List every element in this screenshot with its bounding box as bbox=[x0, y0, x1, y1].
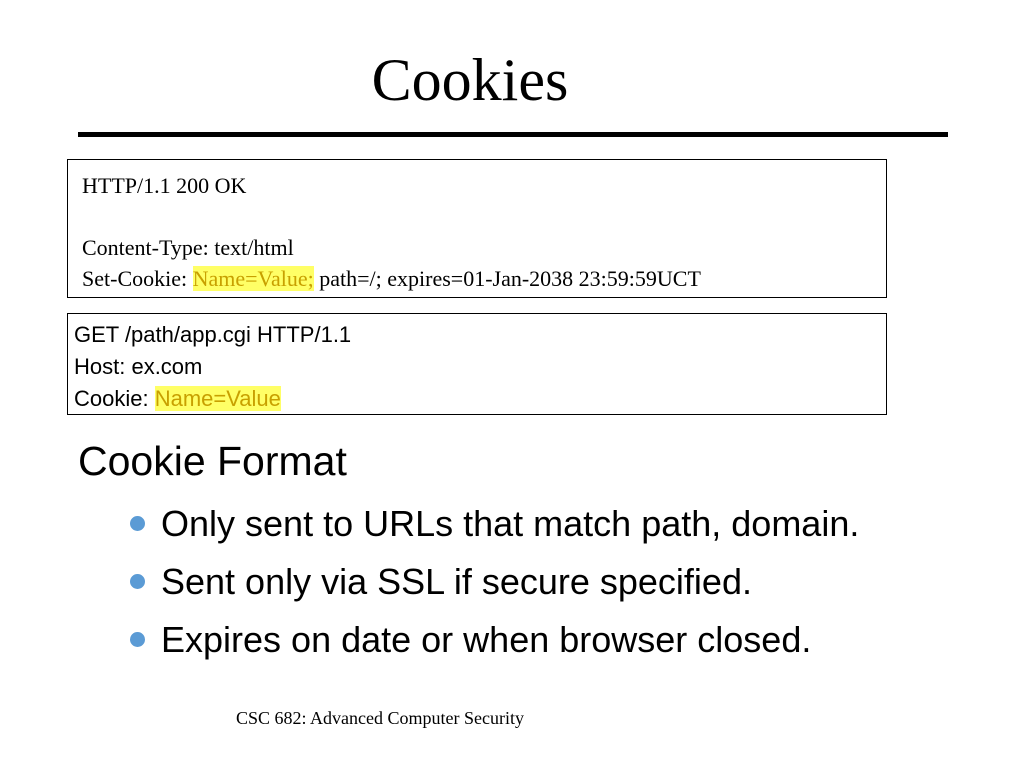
request-cookie-line: Cookie: Name=Value bbox=[74, 383, 886, 415]
section-heading: Cookie Format bbox=[78, 438, 347, 484]
response-content-type: Content-Type: text/html bbox=[82, 235, 294, 260]
bullet-item: Sent only via SSL if secure specified. bbox=[130, 553, 859, 611]
request-host: Host: ex.com bbox=[74, 354, 203, 379]
set-cookie-label: Set-Cookie: bbox=[82, 266, 193, 291]
slide-footer: CSC 682: Advanced Computer Security bbox=[236, 708, 524, 728]
bullet-dot-icon bbox=[130, 573, 145, 589]
response-status-line: HTTP/1.1 200 OK bbox=[82, 173, 247, 198]
cookie-label: Cookie: bbox=[74, 386, 155, 411]
http-request-box: GET /path/app.cgi HTTP/1.1 Host: ex.com … bbox=[67, 313, 887, 415]
set-cookie-highlighted-value: Name=Value; bbox=[192, 266, 314, 291]
bullet-dot-icon bbox=[130, 515, 145, 531]
bullet-dot-icon bbox=[130, 631, 145, 647]
title-underline bbox=[78, 132, 948, 137]
bullet-item: Only sent to URLs that match path, domai… bbox=[130, 495, 859, 553]
bullet-text: Expires on date or when browser closed. bbox=[161, 619, 812, 660]
response-blank-line bbox=[82, 201, 886, 232]
cookie-highlighted-value: Name=Value bbox=[154, 386, 281, 411]
response-set-cookie-line: Set-Cookie: Name=Value; path=/; expires=… bbox=[82, 263, 886, 294]
bullet-item: Expires on date or when browser closed. bbox=[130, 611, 859, 669]
set-cookie-attributes: path=/; expires=01-Jan-2038 23:59:59UCT bbox=[313, 266, 701, 291]
request-line: GET /path/app.cgi HTTP/1.1 bbox=[74, 322, 352, 347]
bullet-list: Only sent to URLs that match path, domai… bbox=[130, 495, 859, 669]
bullet-text: Only sent to URLs that match path, domai… bbox=[161, 503, 860, 544]
slide-title: Cookies bbox=[371, 47, 569, 113]
http-response-box: HTTP/1.1 200 OK Content-Type: text/html … bbox=[67, 159, 887, 298]
bullet-text: Sent only via SSL if secure specified. bbox=[161, 561, 752, 602]
